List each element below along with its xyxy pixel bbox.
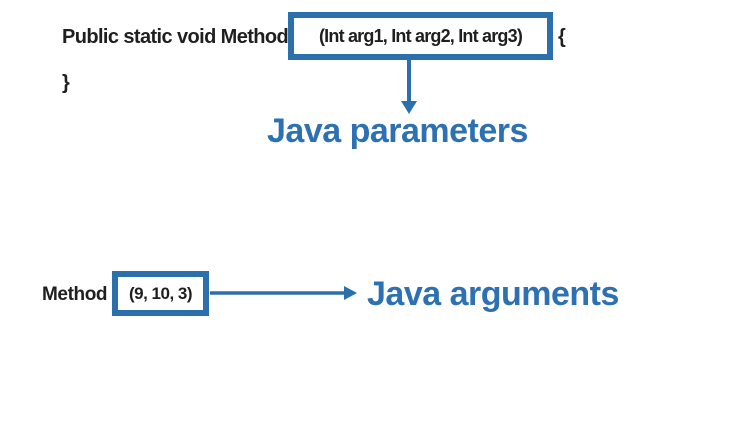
method-call-text: Method: [42, 284, 108, 305]
java-arguments-label: Java arguments: [367, 275, 619, 313]
java-parameters-label: Java parameters: [267, 112, 528, 150]
open-brace: {: [558, 26, 566, 48]
right-arrow: [210, 286, 357, 300]
parameters-box: (Int arg1, Int arg2, Int arg3): [288, 12, 553, 60]
down-arrow: [401, 58, 417, 114]
arguments-box-text: (9, 10, 3): [128, 283, 193, 303]
parameters-box-text: (Int arg1, Int arg2, Int arg3): [318, 25, 523, 46]
close-brace: }: [62, 72, 70, 94]
method-signature-text: Public static void Method: [62, 26, 289, 48]
arguments-box: (9, 10, 3): [112, 271, 209, 316]
